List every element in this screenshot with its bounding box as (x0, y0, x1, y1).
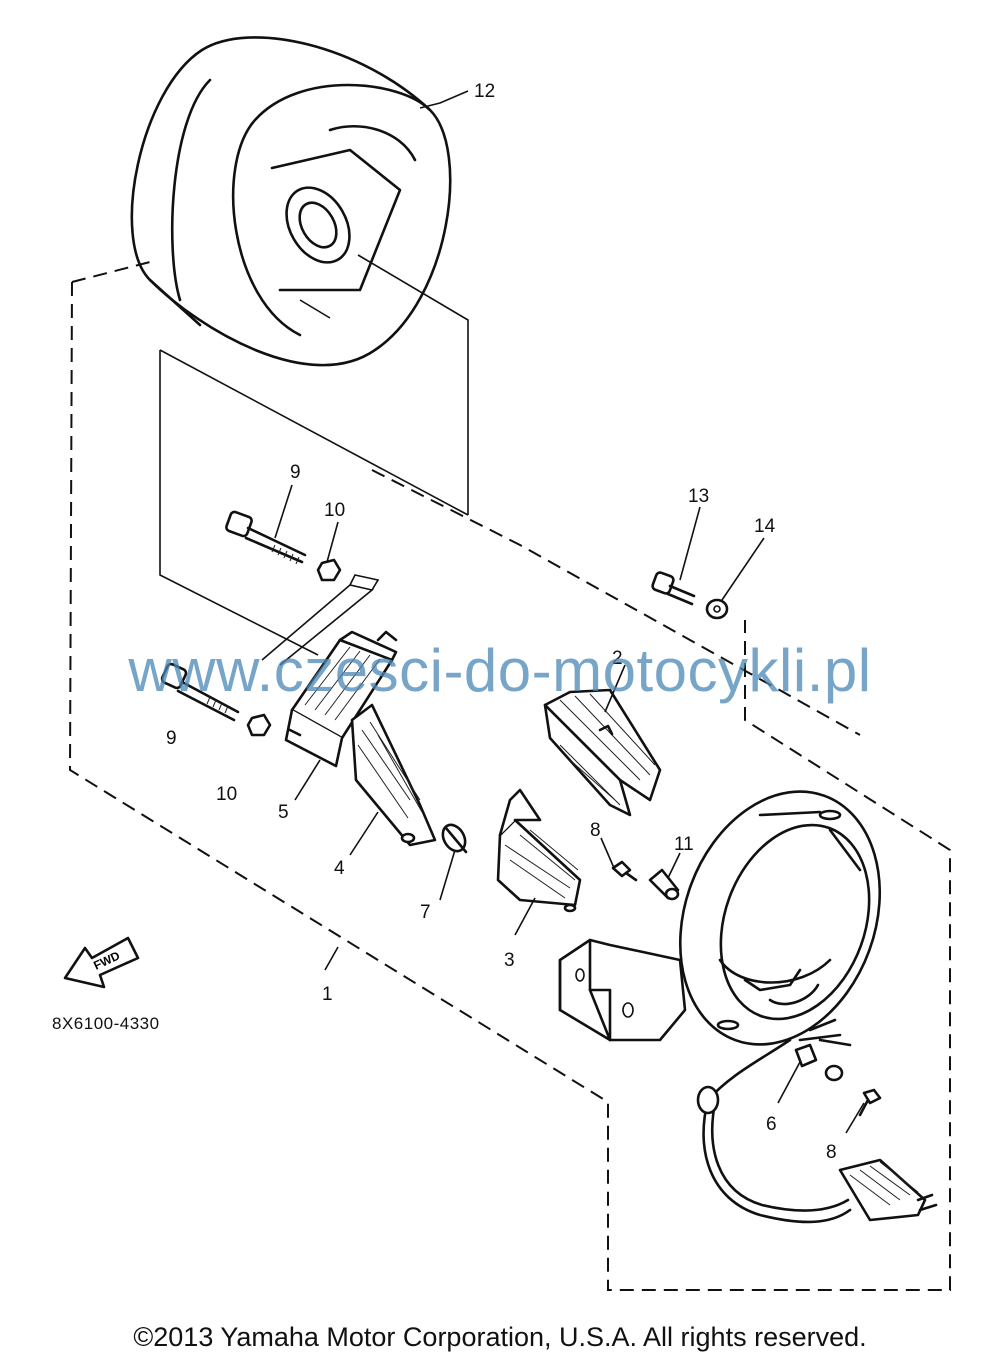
washer-part-14 (705, 598, 729, 620)
screw-part-13 (651, 571, 696, 606)
callout-14: 14 (754, 516, 776, 537)
wiring-harness (696, 1018, 938, 1224)
stator-arm (558, 938, 687, 1042)
callout-10-lower: 10 (216, 784, 237, 805)
ignition-coil-part-2 (543, 688, 662, 817)
drawing-code: 8X6100-4330 (52, 1014, 160, 1033)
callout-9-upper: 9 (290, 462, 301, 483)
callout-7: 7 (420, 902, 431, 923)
leader-lines (274, 90, 865, 1134)
rectifier-part-3 (496, 788, 582, 913)
callout-3: 3 (504, 950, 515, 971)
cdi-unit-part-5 (284, 630, 398, 768)
screw-part-8-lower (858, 1088, 882, 1117)
rotor-part-12 (130, 36, 452, 367)
stator-plate (678, 790, 882, 1046)
cap-part-7 (441, 823, 468, 854)
grommet-part-11 (648, 868, 680, 901)
callout-6: 6 (766, 1114, 777, 1135)
callout-11: 11 (674, 834, 694, 855)
regulator-part-4 (350, 703, 437, 847)
callout-1: 1 (322, 984, 333, 1005)
callout-10-upper: 10 (324, 500, 345, 521)
assembly-boundary (68, 261, 951, 1291)
copyright-notice: ©2013 Yamaha Motor Corporation, U.S.A. A… (133, 1322, 867, 1352)
callout-labels: 12 9 10 13 14 2 9 10 5 4 7 8 11 3 1 6 8 (166, 81, 837, 1163)
callout-8-lower: 8 (826, 1142, 837, 1163)
screw-part-8-middle (611, 860, 638, 882)
nut-part-10-lower (246, 713, 272, 737)
fwd-arrow-icon: FWD (63, 936, 140, 989)
callout-4: 4 (334, 858, 345, 879)
bolt-part-9-lower (160, 662, 240, 722)
projection-plane (159, 254, 469, 656)
callout-12: 12 (474, 81, 495, 102)
callout-13: 13 (688, 486, 709, 507)
callout-8-middle: 8 (590, 820, 601, 841)
callout-2: 2 (612, 648, 623, 669)
callout-5: 5 (278, 802, 289, 823)
clamp-part-6 (794, 1043, 844, 1082)
bolt-part-9-upper (225, 510, 307, 565)
nut-part-10-upper (316, 558, 342, 582)
mounting-bracket (261, 574, 380, 666)
callout-9-lower: 9 (166, 728, 177, 749)
